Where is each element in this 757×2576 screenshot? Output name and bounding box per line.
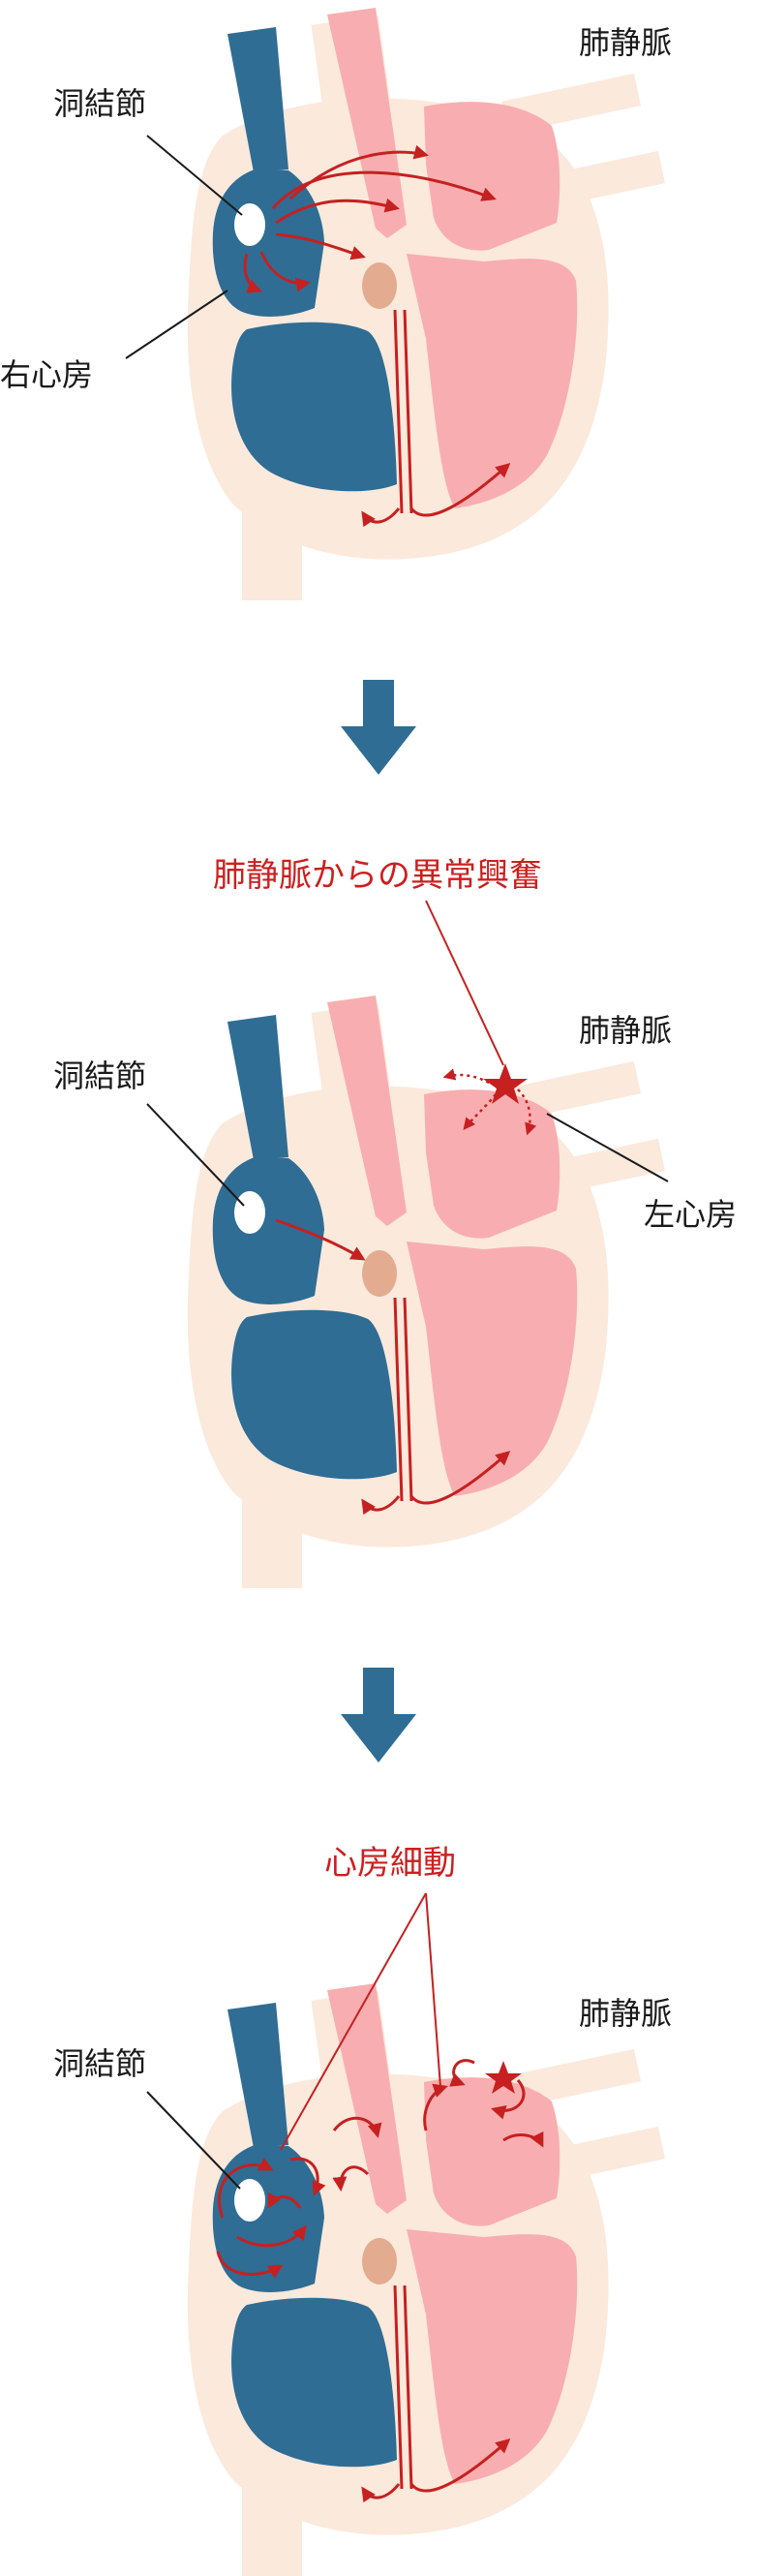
- star-icon: [483, 1063, 528, 1104]
- panel-normal-rhythm: 肺静脈 洞結節 右心房: [0, 0, 672, 600]
- label-pulmonary-veins: 肺静脈: [579, 1995, 672, 2032]
- down-arrow-icon: [341, 1668, 416, 1763]
- label-pulmonary-veins: 肺静脈: [579, 24, 672, 61]
- panel-atrial-fibrillation: 心房細動 洞結節 肺静脈: [53, 1844, 672, 2576]
- sinus-conduction-arrows: [243, 144, 497, 293]
- label-sa-node: 洞結節: [53, 2045, 146, 2082]
- label-left-atrium: 左心房: [644, 1196, 737, 1233]
- label-pulmonary-veins: 肺静脈: [579, 1012, 672, 1049]
- title-abnormal-excitation: 肺静脈からの異常興奮: [213, 856, 542, 895]
- title-atrial-fibrillation: 心房細動: [324, 1844, 456, 1883]
- panel-ectopic-excitation: 肺静脈からの異常興奮 洞結節 左心房 肺静脈: [53, 856, 737, 1588]
- down-arrow-icon: [341, 680, 416, 775]
- label-sa-node: 洞結節: [53, 1058, 146, 1094]
- star-icon: [485, 2061, 522, 2094]
- label-right-atrium: 右心房: [0, 356, 93, 393]
- label-sa-node: 洞結節: [53, 85, 146, 122]
